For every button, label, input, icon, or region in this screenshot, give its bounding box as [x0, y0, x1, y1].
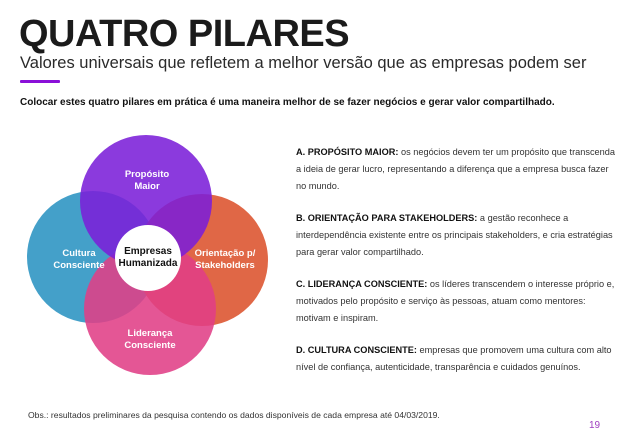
pillar-item-d: D. CULTURA CONSCIENTE: empresas que prom… — [296, 345, 612, 372]
pillar-descriptions: A. PROPÓSITO MAIOR: os negócios devem te… — [296, 144, 616, 391]
circle-lideranca — [84, 243, 216, 375]
page-title: QUATRO PILARES — [19, 13, 350, 55]
pillar-item-c: C. LIDERANÇA CONSCIENTE: os líderes tran… — [296, 279, 615, 323]
accent-bar — [20, 80, 60, 83]
pillar-item-a: A. PROPÓSITO MAIOR: os negócios devem te… — [296, 147, 615, 191]
label-orientacao-stakeholders: Orientação p/ Stakeholders — [194, 248, 256, 271]
pillar-item-b: B. ORIENTAÇÃO PARA STAKEHOLDERS: a gestã… — [296, 213, 613, 257]
label-cultura-consciente: Cultura Consciente — [53, 248, 105, 271]
four-pillars-diagram: Propósito Maior Cultura Consciente Orien… — [0, 0, 290, 400]
venn-circles — [27, 135, 268, 375]
circle-center — [115, 225, 181, 291]
circle-proposito — [80, 135, 212, 267]
footer-note: Obs.: resultados preliminares da pesquis… — [28, 410, 440, 420]
page-number: 19 — [589, 420, 601, 431]
label-empresas-humanizada: Empresas Humanizada — [118, 246, 178, 269]
label-lideranca-consciente: Liderança Consciente — [124, 328, 176, 351]
page-subtitle: Valores universais que refletem a melhor… — [20, 54, 587, 72]
label-proposito-maior: Propósito Maior — [124, 169, 170, 192]
lead-text: Colocar estes quatro pilares em prática … — [20, 97, 555, 108]
